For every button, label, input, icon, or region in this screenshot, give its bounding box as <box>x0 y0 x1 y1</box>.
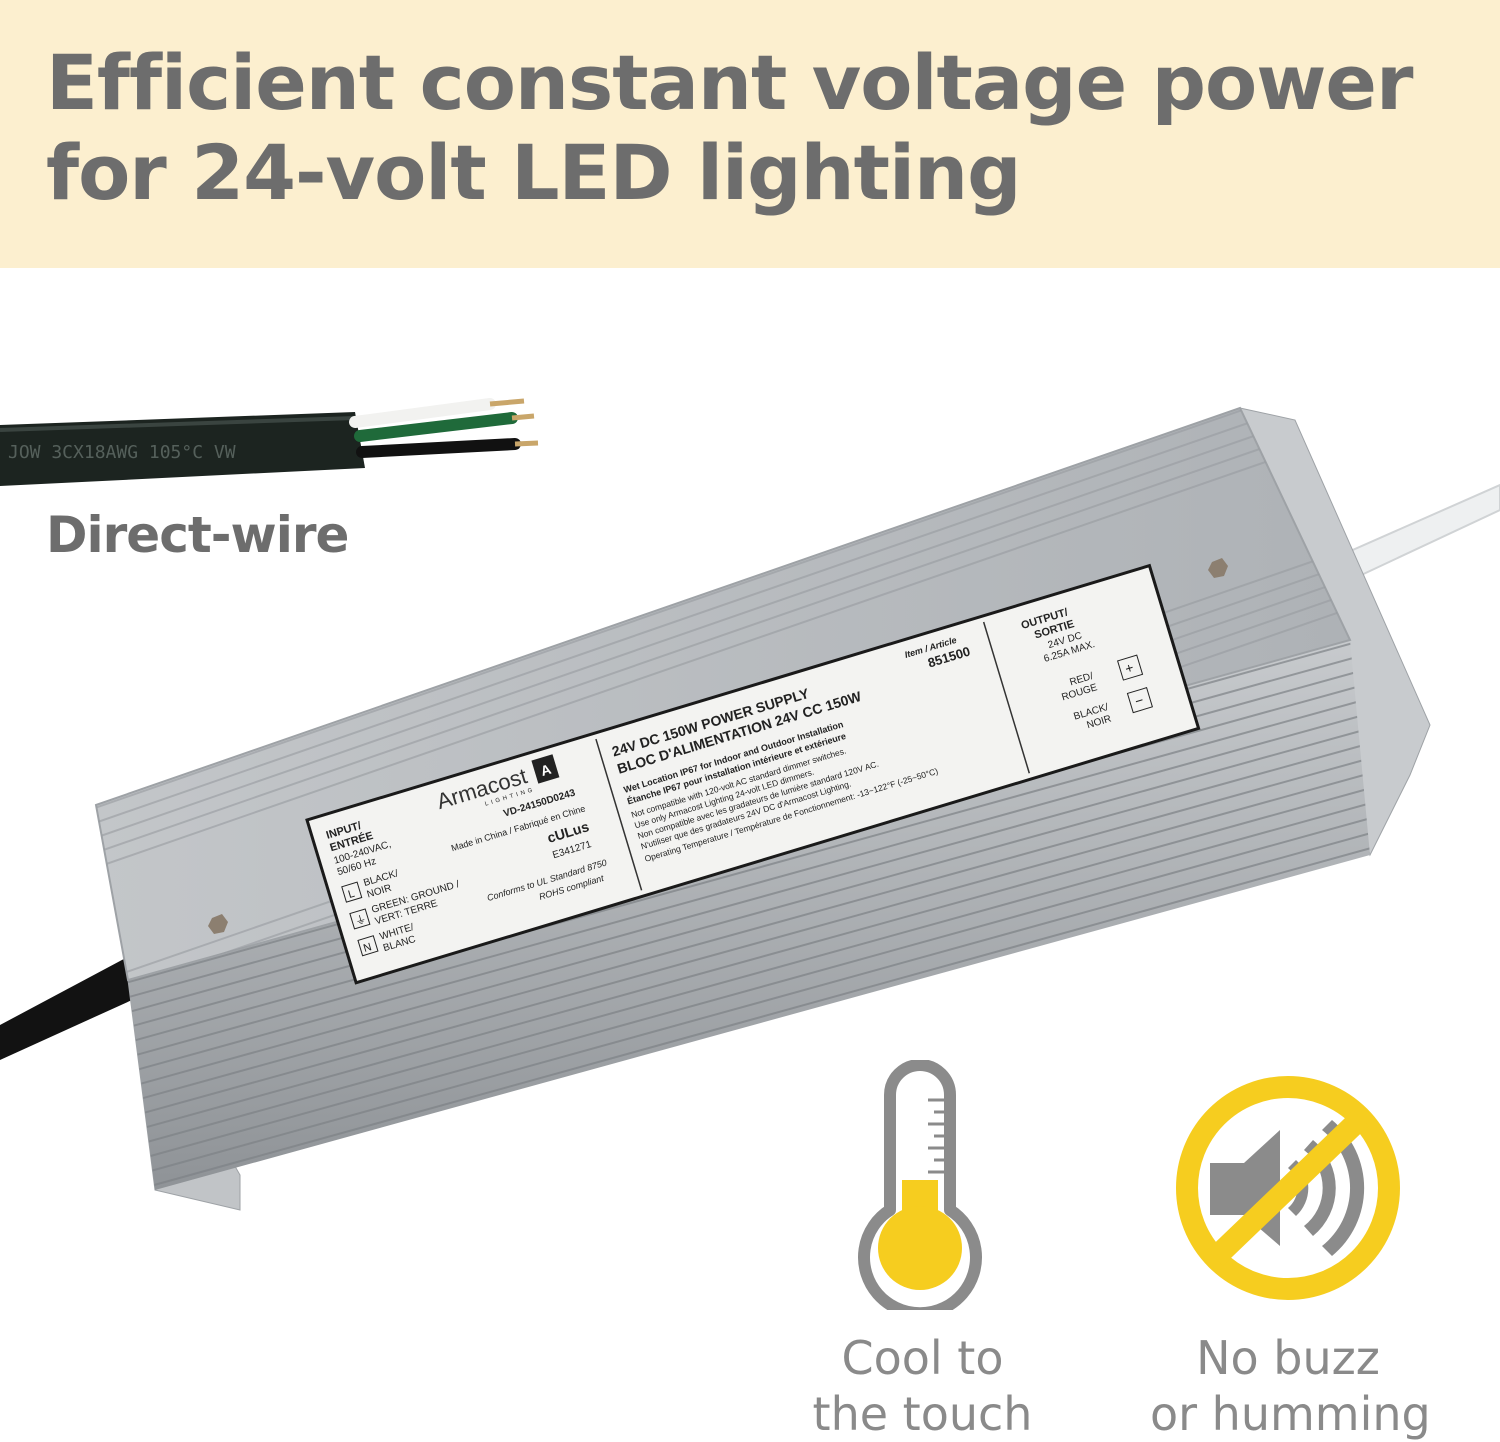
input-black-cable <box>0 945 165 1060</box>
feature-cool-line-1: Cool to <box>841 1331 1004 1385</box>
screw <box>208 914 228 934</box>
no-sound-icon <box>1176 1076 1400 1300</box>
headline-line-2: for 24-volt LED lighting <box>46 128 1022 217</box>
svg-text:A: A <box>539 761 553 779</box>
input-wire-symbol: ⏚ <box>354 912 368 928</box>
power-supply-illustration: JOW 3CX18AWG 105°C VW <box>0 398 1500 1211</box>
thermometer-icon <box>858 1060 982 1310</box>
cable-jacket-text: JOW 3CX18AWG 105°C VW <box>8 442 236 463</box>
direct-wire-label: Direct-wire <box>46 506 349 564</box>
header-banner <box>0 0 1500 268</box>
feature-quiet-line-2: or humming <box>1150 1387 1431 1441</box>
feature-quiet-line-1: No buzz <box>1196 1331 1380 1385</box>
input-wire-symbol: N <box>362 941 373 955</box>
headline: Efficient constant voltage power for 24-… <box>46 38 1413 218</box>
input-wire-symbol: L <box>347 888 356 901</box>
feature-cool-label: Cool to the touch <box>800 1330 1045 1442</box>
headline-line-1: Efficient constant voltage power <box>46 38 1413 127</box>
screw <box>1208 558 1228 578</box>
feature-cool-line-2: the touch <box>812 1387 1033 1441</box>
feature-quiet-label: No buzz or humming <box>1150 1330 1431 1442</box>
input-cable: JOW 3CX18AWG 105°C VW <box>0 398 539 486</box>
